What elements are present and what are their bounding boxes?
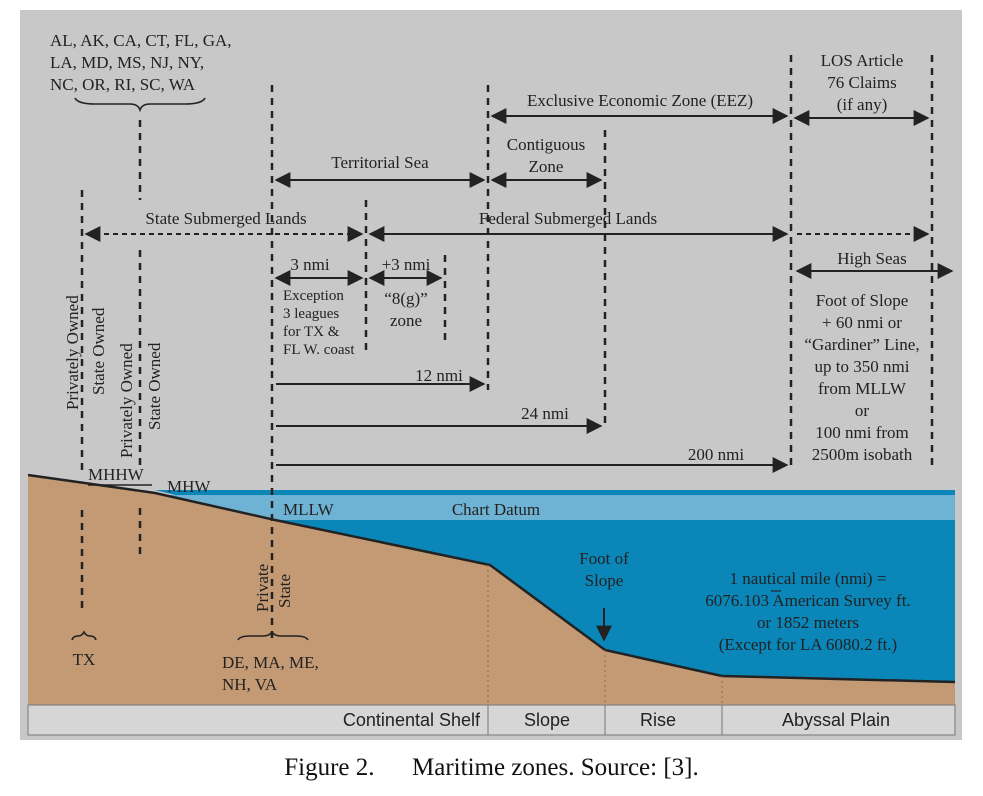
los-article-line-1: LOS Article	[821, 51, 904, 70]
contiguous-zone-line-2: Zone	[529, 157, 564, 176]
states-bottom-brace	[237, 630, 309, 641]
eight-g-line-2: zone	[390, 311, 422, 330]
mhw-label: MHW	[167, 477, 211, 496]
state-label: State	[275, 574, 294, 608]
privately-owned-left: Privately Owned	[63, 295, 82, 410]
seafloor-slope: Slope	[524, 710, 570, 730]
exception-line-4: FL W. coast	[283, 342, 355, 358]
two-hundred-nmi-label: 200 nmi	[688, 445, 744, 464]
exception-line-2: 3 leagues	[283, 306, 339, 322]
state-owned-left: State Owned	[89, 307, 108, 395]
exception-line-3: for TX &	[283, 324, 340, 340]
seafloor-continental-shelf: Continental Shelf	[343, 710, 481, 730]
fos-rule-line-4: up to 350 nmi	[815, 357, 910, 376]
fos-rule-line-6: or	[855, 401, 870, 420]
state-submerged-lands-label: State Submerged Lands	[145, 209, 306, 228]
los-article-line-2: 76 Claims	[827, 73, 896, 92]
nmi-definition-line-2: 6076.103 American Survey ft.	[705, 591, 910, 610]
states-group-line-1: AL, AK, CA, CT, FL, GA,	[50, 31, 232, 50]
tx-brace	[71, 630, 97, 641]
twelve-nmi-label: 12 nmi	[415, 366, 463, 385]
high-seas-label: High Seas	[837, 249, 906, 268]
states-group-line-3: NC, OR, RI, SC, WA	[50, 75, 196, 94]
eight-g-line-1: “8(g)”	[384, 289, 427, 308]
fos-rule-line-1: Foot of Slope	[816, 291, 909, 310]
seabed-land	[28, 475, 955, 705]
mllw-label: MLLW	[283, 500, 335, 519]
tx-label: TX	[73, 650, 96, 669]
states-group-line-2: LA, MD, MS, NJ, NY,	[50, 53, 204, 72]
mhhw-label: MHHW	[88, 465, 145, 484]
seafloor-bar	[27, 704, 956, 736]
plus-three-nmi-label: +3 nmi	[382, 255, 431, 274]
fos-rule-line-5: from MLLW	[818, 379, 907, 398]
ocean-water	[155, 490, 955, 682]
chart-datum-label: Chart Datum	[452, 500, 540, 519]
twentyfour-nmi-label: 24 nmi	[521, 404, 569, 423]
figure-caption: Figure 2. Maritime zones. Source: [3].	[0, 754, 983, 782]
maritime-zones-diagram: AL, AK, CA, CT, FL, GA, LA, MD, MS, NJ, …	[20, 10, 962, 740]
exception-line-1: Exception	[283, 288, 344, 304]
states-group-brace	[74, 97, 206, 113]
seafloor-abyssal-plain: Abyssal Plain	[782, 710, 890, 730]
caption-label: Figure 2.	[284, 754, 375, 781]
seafloor-rise: Rise	[640, 710, 676, 730]
foot-of-slope-line-1: Foot of	[579, 549, 629, 568]
nmi-definition-line-3: or 1852 meters	[757, 613, 859, 632]
states-bottom-line-2: NH, VA	[222, 675, 278, 694]
contiguous-zone-line-1: Contiguous	[507, 135, 585, 154]
fos-rule-line-8: 2500m isobath	[812, 445, 913, 464]
territorial-sea-label: Territorial Sea	[331, 153, 429, 172]
nmi-definition-line-1: 1 nautical mile (nmi) =	[730, 569, 887, 588]
states-bottom-line-1: DE, MA, ME,	[222, 653, 319, 672]
los-article-line-3: (if any)	[837, 95, 888, 114]
private-label: Private	[253, 564, 272, 612]
privately-owned-right: Privately Owned	[117, 343, 136, 458]
caption-text: Maritime zones. Source: [3].	[412, 754, 699, 781]
nmi-definition-line-4: (Except for LA 6080.2 ft.)	[719, 635, 897, 654]
three-nmi-label: 3 nmi	[290, 255, 329, 274]
fos-rule-line-2: + 60 nmi or	[822, 313, 902, 332]
eez-label: Exclusive Economic Zone (EEZ)	[527, 91, 753, 110]
state-owned-right: State Owned	[145, 342, 164, 430]
federal-submerged-lands-label: Federal Submerged Lands	[479, 209, 657, 228]
chart-datum-band	[160, 495, 955, 520]
fos-rule-line-7: 100 nmi from	[815, 423, 909, 442]
fos-rule-line-3: “Gardiner” Line,	[804, 335, 919, 354]
foot-of-slope-line-2: Slope	[585, 571, 624, 590]
